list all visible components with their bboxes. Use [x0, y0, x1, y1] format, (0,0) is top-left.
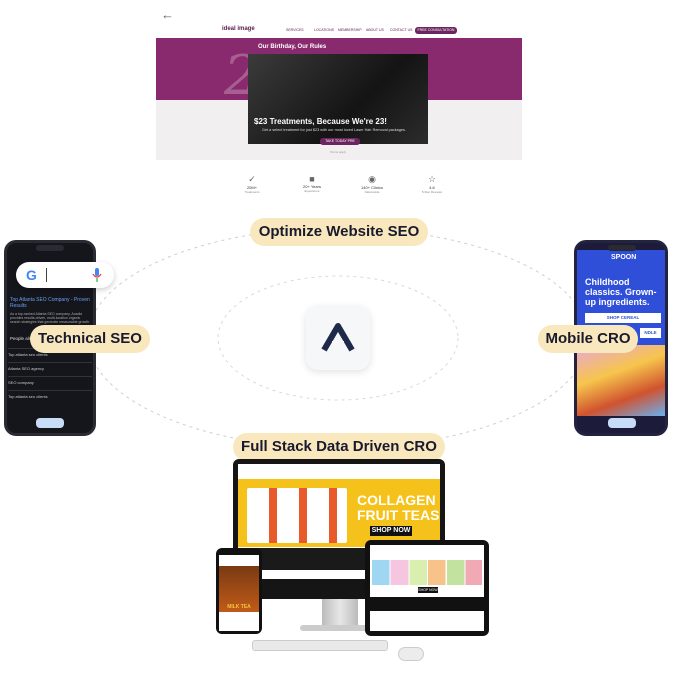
stat-value: 20+ Years [303, 184, 321, 189]
headline-line-1: COLLAGEN [357, 492, 436, 508]
a-logo-icon [321, 323, 355, 352]
phone-notch [608, 245, 636, 251]
stats-row: ✓ 20M+ Treatments ■ 20+ Years Experience… [228, 174, 458, 200]
nav-membership[interactable]: MEMBERSHIP [338, 28, 362, 32]
terms-link[interactable]: Terms apply [330, 150, 347, 154]
desktop-headline: COLLAGEN FRUIT TEAS [357, 493, 439, 523]
stat-value: 140+ Clinics [361, 185, 383, 190]
free-consultation-button[interactable]: FREE CONSULTATION [415, 27, 457, 34]
back-arrow-icon[interactable]: ← [161, 7, 174, 22]
phone-headline: Childhood classics. Grown-up ingredients… [585, 277, 657, 307]
nav-about[interactable]: ABOUT US [366, 28, 384, 32]
phone-home-button [36, 418, 64, 428]
stat-label: 5-Star Reviews [421, 190, 443, 194]
site-logo: ideal image [222, 26, 255, 32]
google-logo-icon: G [26, 267, 37, 283]
website-mockup: ideal image SERVICES LOCATIONS MEMBERSHI… [156, 22, 522, 204]
promo-sub: Get a select treatment for just $23 with… [262, 128, 406, 132]
nav-locations[interactable]: LOCATIONS [314, 28, 334, 32]
stat-item: ◉ 140+ Clinics Nationwide [348, 174, 396, 194]
list-item[interactable]: SEO company [8, 376, 92, 385]
google-search-bar[interactable]: G [16, 262, 114, 288]
search-result-desc: As a top-ranked Atlanta SEO company, Aca… [10, 312, 90, 324]
phone-home-button [608, 418, 636, 428]
monitor-base [300, 625, 380, 631]
mouse [398, 647, 424, 661]
syringe-icon: ✓ [248, 174, 256, 184]
stat-item: ☆ 4.6 5-Star Reviews [408, 174, 456, 194]
promo-button[interactable]: TAKE TODAY PRE [320, 138, 360, 145]
star-icon: ☆ [427, 174, 437, 184]
search-result-title[interactable]: Top Atlanta SEO Company - Proven Results [10, 297, 90, 309]
monitor-stand [322, 599, 358, 627]
cereal-image [577, 345, 665, 416]
stat-item: ■ 20+ Years Experience [288, 174, 336, 193]
pill-technical-seo: Technical SEO [30, 325, 150, 353]
tablet-shop-button[interactable]: SHOP NOW [418, 587, 438, 593]
location-pin-icon: ◉ [368, 174, 376, 184]
hero-photo [248, 54, 428, 144]
cake-icon: ■ [309, 174, 315, 184]
tablet-products [372, 560, 482, 585]
pill-optimize-seo: Optimize Website SEO [250, 218, 428, 246]
stat-label: Nationwide [364, 190, 380, 194]
text-cursor [46, 268, 47, 282]
people-also-ask: People also ask [10, 336, 42, 341]
stat-item: ✓ 20M+ Treatments [228, 174, 276, 194]
promo-heading: $23 Treatments, Because We're 23! [254, 117, 387, 126]
list-item[interactable]: Atlanta SEO agency [8, 362, 92, 371]
shop-cereal-button[interactable]: SHOP CEREAL [585, 313, 661, 323]
nav-contact[interactable]: CONTACT US [390, 28, 413, 32]
stat-label: Experience [304, 189, 320, 193]
stat-value: 20M+ [246, 185, 258, 190]
stat-label: Treatments [244, 190, 260, 194]
hero-title: Our Birthday, Our Rules [258, 44, 327, 50]
site-nav [156, 22, 522, 38]
brand-logo: SPOON [611, 254, 637, 261]
keyboard [252, 640, 388, 651]
shop-now-button[interactable]: SHOP NOW [370, 526, 412, 536]
milk-tea-text: MILK TEA [227, 604, 251, 610]
tablet-feature-bar [370, 597, 484, 611]
microphone-icon[interactable] [92, 268, 102, 282]
bundle-button[interactable]: NDLE [640, 328, 661, 338]
list-item[interactable]: Top atlanta seo clients [8, 390, 92, 399]
product-images [247, 488, 347, 543]
pill-mobile-cro: Mobile CRO [538, 325, 638, 353]
phone-notch [36, 245, 64, 251]
stat-value: 4.6 [429, 185, 435, 190]
headline-line-2: FRUIT TEAS [357, 507, 440, 523]
nav-services[interactable]: SERVICES [286, 28, 304, 32]
pill-data-driven-cro: Full Stack Data Driven CRO [233, 433, 445, 461]
brand-logo-tile [306, 306, 370, 370]
milk-tea-image [219, 566, 259, 612]
